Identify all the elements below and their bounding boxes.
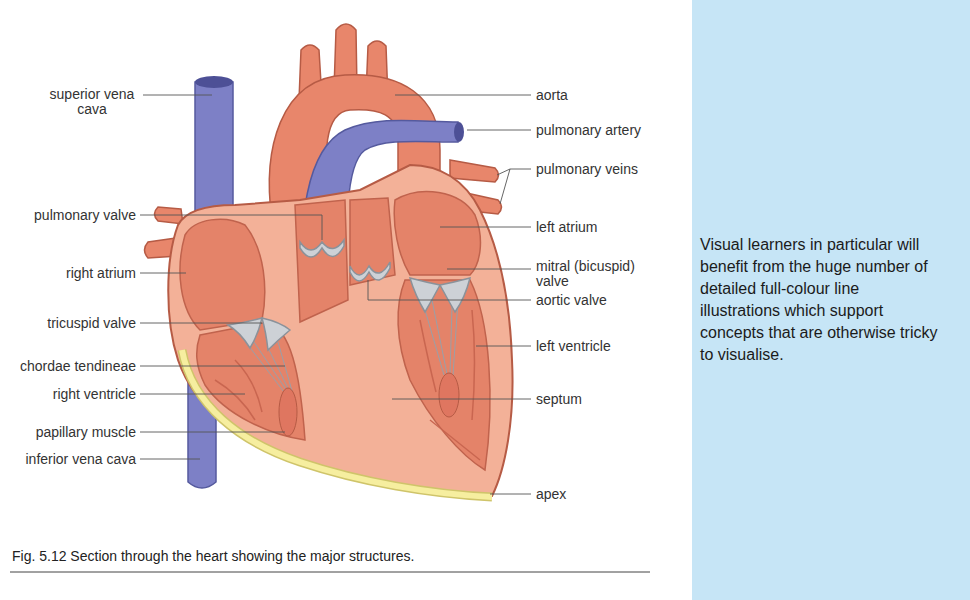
label-box: left atrium [536, 219, 597, 235]
trabecula [420, 320, 436, 392]
trabecula [215, 380, 255, 420]
label-box: pulmonary artery [536, 122, 641, 138]
leader-line [140, 323, 262, 324]
leader-line [497, 169, 531, 204]
part-label: aortic valve [536, 292, 607, 308]
chordae-lines [248, 300, 458, 392]
leader-line [447, 269, 531, 270]
part-label: papillary muscle [36, 424, 136, 440]
label-box: right ventricle [53, 386, 136, 402]
leader-line [440, 227, 531, 228]
leader-line [467, 130, 531, 131]
part-label: apex [536, 486, 566, 502]
label-box: aorta [536, 87, 568, 103]
chorda [432, 300, 447, 374]
figure-caption: Fig. 5.12 Section through the heart show… [12, 547, 414, 565]
part-label: tricuspid valve [47, 315, 136, 331]
label-box: pulmonary veins [536, 161, 638, 177]
part-label: superior vena cava [50, 86, 135, 117]
pulmonary-vein [450, 160, 499, 182]
label-box: left ventricle [536, 338, 611, 354]
part-label: pulmonary veins [536, 161, 638, 177]
label-box: tricuspid valve [47, 315, 136, 331]
mitral-leaflet [440, 278, 470, 312]
mitral-leaflet [410, 278, 440, 312]
papillary-muscle-shape [279, 388, 297, 436]
label-box: inferior vena cava [25, 451, 136, 467]
part-label: aorta [536, 87, 568, 103]
pulmonary-valve-cusps [300, 240, 344, 257]
trabecula [430, 420, 480, 460]
caption-rule [10, 572, 650, 573]
pulmonary-artery-opening [454, 122, 464, 142]
part-label: pulmonary valve [34, 207, 136, 223]
trabecula [472, 310, 475, 420]
pulmonary-outflow [295, 200, 348, 322]
aortic-root [350, 198, 395, 285]
leader-line [140, 459, 200, 460]
leader-line [476, 346, 531, 347]
label-box: apex [536, 486, 566, 502]
chorda [425, 310, 444, 375]
leader-lines [10, 95, 650, 572]
heart-valves [228, 240, 470, 350]
part-label: left atrium [536, 219, 597, 235]
part-label: pulmonary artery [536, 122, 641, 138]
leader-line [140, 394, 245, 395]
leader-line [395, 95, 531, 96]
leader-line [140, 215, 322, 240]
leader-line [140, 366, 285, 367]
part-label: right ventricle [53, 386, 136, 402]
leader-line [143, 95, 212, 96]
label-box: chordae tendineae [20, 358, 136, 374]
leader-line [140, 432, 285, 433]
pulmonary-vein [155, 207, 184, 224]
chorda [278, 342, 292, 391]
label-box: septum [536, 391, 582, 407]
chorda [254, 342, 287, 391]
part-label: septum [536, 391, 582, 407]
info-panel: Visual learners in particular will benef… [692, 0, 970, 600]
part-label: right atrium [66, 265, 136, 281]
trabeculae [215, 310, 480, 460]
heart-chambers [180, 192, 490, 470]
papillary-muscle-shape [439, 373, 459, 417]
part-label: mitral (bicuspid) valve [536, 258, 635, 289]
aortic-valve-cusps [350, 262, 390, 281]
leader-line [392, 399, 531, 400]
label-box: superior vena cava [42, 87, 142, 117]
tricuspid-leaflet [228, 318, 262, 348]
leader-line [140, 273, 186, 274]
leader-line [490, 494, 531, 495]
superior-vena-cava-opening [195, 76, 233, 88]
left-ventricle-cavity [398, 280, 490, 470]
panel-text-group: Visual learners in particular will benef… [700, 234, 940, 366]
chorda [450, 306, 452, 374]
trabecula [235, 360, 262, 412]
label-box: pulmonary valve [34, 207, 136, 223]
part-label: left ventricle [536, 338, 611, 354]
left-atrium-cavity [394, 192, 480, 275]
panel-text: Visual learners in particular will benef… [700, 234, 940, 366]
label-box: right atrium [66, 265, 136, 281]
leader-line [368, 280, 531, 300]
part-label: chordae tendineae [20, 358, 136, 374]
label-box: papillary muscle [36, 424, 136, 440]
right-atrium-cavity [180, 219, 265, 330]
label-box: aortic valve [536, 292, 607, 308]
label-box: mitral (bicuspid) valve [536, 259, 654, 289]
tricuspid-leaflet [262, 318, 290, 350]
part-label: inferior vena cava [25, 451, 136, 467]
